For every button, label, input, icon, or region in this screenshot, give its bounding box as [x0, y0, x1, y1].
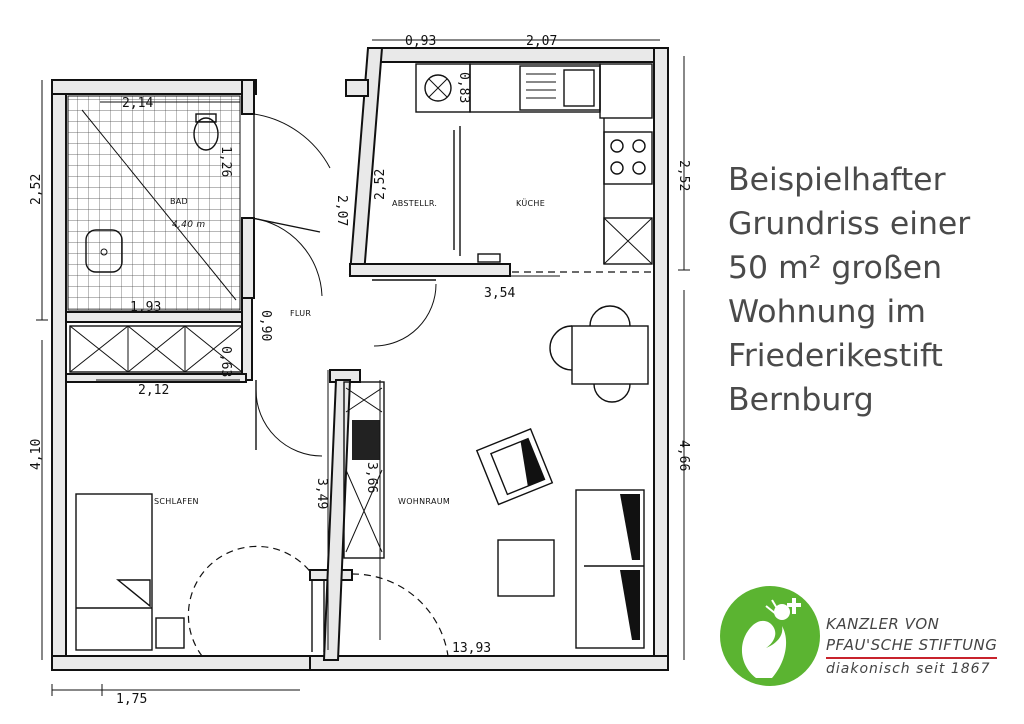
- dim-410: 4,10: [29, 439, 44, 470]
- dim-214: 2,14: [122, 96, 153, 111]
- dim-366: 3,66: [364, 462, 379, 493]
- bed: [75, 493, 185, 651]
- room-kueche: KÜCHE: [516, 198, 545, 208]
- headline: Beispielhafter Grundriss einer 50 m² gro…: [728, 158, 1018, 422]
- room-abstellraum: ABSTELLR.: [392, 199, 437, 208]
- brand-line-2: Pfau'sche Stiftung: [826, 635, 998, 659]
- dim-252-store: 2,52: [373, 169, 388, 200]
- dim-090: 0,90: [258, 310, 273, 341]
- headline-line-1: Beispielhafter: [728, 162, 946, 198]
- headline-line-4: Wohnung im: [728, 294, 926, 330]
- room-flur: FLUR: [290, 309, 311, 318]
- dim-252-right: 2,52: [676, 160, 691, 191]
- dim-393: 13,93: [452, 641, 491, 656]
- dimension-lines: [36, 39, 690, 696]
- headline-line-3: 50 m² großen: [728, 250, 943, 286]
- dim-354: 3,54: [484, 286, 515, 301]
- foundation-logo-icon: [720, 586, 820, 686]
- closet: [69, 325, 243, 373]
- room-bad-area: 4,40 m: [172, 220, 205, 230]
- dim-083: 0,83: [456, 72, 471, 103]
- walls: [51, 47, 669, 671]
- dim-175: 1,75: [116, 692, 147, 707]
- brand-line-3: diakonisch seit 1867: [826, 661, 991, 677]
- kitchen: [415, 63, 653, 273]
- headline-line-2: Grundriss einer: [728, 206, 971, 242]
- room-schlafen: SCHLAFEN: [154, 497, 199, 506]
- foundation-name: Kanzler von Pfau'sche Stiftung diakonisc…: [826, 614, 1016, 679]
- dim-349: 3,49: [314, 478, 329, 509]
- headline-line-5: Friederikestift: [728, 338, 943, 374]
- room-wohnraum: WOHNRAUM: [398, 497, 450, 506]
- brand-line-1: Kanzler von: [826, 615, 940, 633]
- dim-207-vert: 2,07: [334, 195, 349, 226]
- floor-plan: 0,93 2,07 2,14 2,52 2,52 2,52 1,26 0,83 …: [29, 34, 691, 707]
- dim-466: 4,66: [676, 440, 691, 471]
- dim-063: 0,63: [218, 346, 233, 377]
- dim-252-left: 2,52: [29, 174, 44, 205]
- dim-207: 2,07: [526, 34, 557, 49]
- living-furniture: [343, 305, 649, 649]
- doors: [187, 113, 449, 657]
- headline-line-6: Bernburg: [728, 382, 874, 418]
- dim-212: 2,12: [138, 383, 169, 398]
- dim-193: 1,93: [130, 300, 161, 315]
- dim-126: 1,26: [218, 146, 233, 177]
- bathroom: [67, 95, 241, 311]
- dim-093: 0,93: [405, 34, 436, 49]
- room-bad: BAD: [170, 197, 188, 206]
